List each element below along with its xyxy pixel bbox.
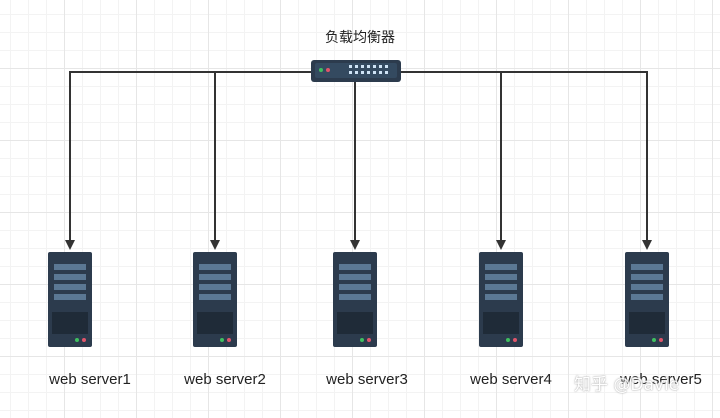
server-rack-icon	[193, 252, 237, 347]
connector-server1	[65, 71, 312, 250]
connector-server5	[398, 71, 652, 250]
load-balancer-label: 负载均衡器	[325, 30, 395, 46]
connectors	[65, 71, 652, 250]
server-rack-icon	[333, 252, 377, 347]
server-rack-icon	[479, 252, 523, 347]
network-switch-icon	[311, 60, 401, 82]
connector-server4	[398, 71, 506, 250]
watermark: 知乎 @Davie	[574, 375, 680, 395]
server-label-4: web server4	[470, 371, 552, 388]
server-rack-icon	[48, 252, 92, 347]
server-label-3: web server3	[326, 371, 408, 388]
connector-server2	[210, 71, 312, 250]
server-label-2: web server2	[184, 371, 266, 388]
server-rack-icon	[625, 252, 669, 347]
server-label-1: web server1	[49, 371, 131, 388]
server-label-5: web server5	[620, 371, 702, 388]
